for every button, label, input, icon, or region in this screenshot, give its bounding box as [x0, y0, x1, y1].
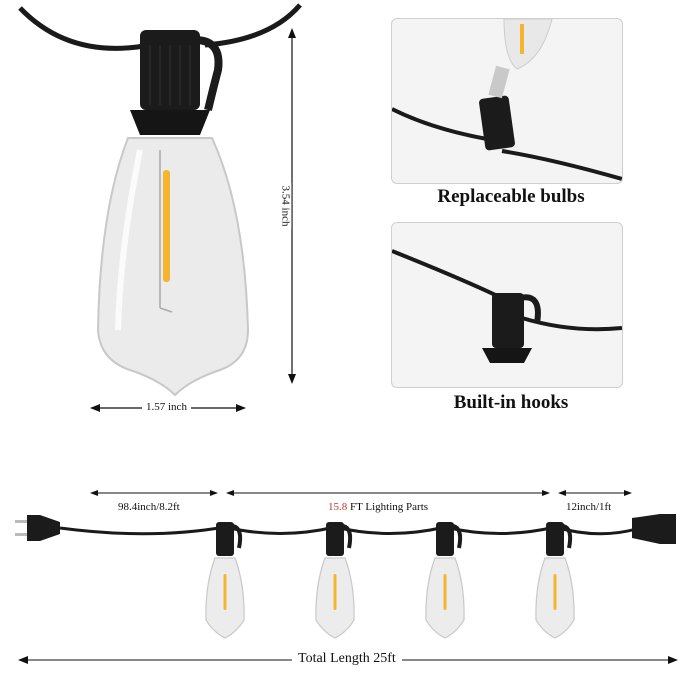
bulb-width-label: 1.57 inch: [142, 401, 191, 413]
replaceable-bulbs-photo: [391, 18, 623, 184]
string-bulb: [535, 522, 575, 639]
end-length-label: 12inch/1ft: [566, 501, 612, 513]
replaceable-bulbs-caption: Replaceable bulbs: [437, 186, 585, 207]
string-bulb: [205, 522, 245, 639]
lighting-value: 15.8: [328, 501, 348, 513]
lighting-suffix: FT Lighting Parts: [347, 501, 429, 513]
lighting-parts-label: 15.8 FT Lighting Parts: [328, 501, 428, 513]
plug-length-label: 98.4inch/8.2ft: [118, 501, 180, 513]
total-length-label: Total Length 25ft: [292, 651, 402, 667]
string-bulb: [315, 522, 355, 639]
built-in-hooks-photo: [391, 222, 623, 388]
string-bulb: [425, 522, 465, 639]
built-in-hooks-caption: Built-in hooks: [453, 392, 569, 413]
